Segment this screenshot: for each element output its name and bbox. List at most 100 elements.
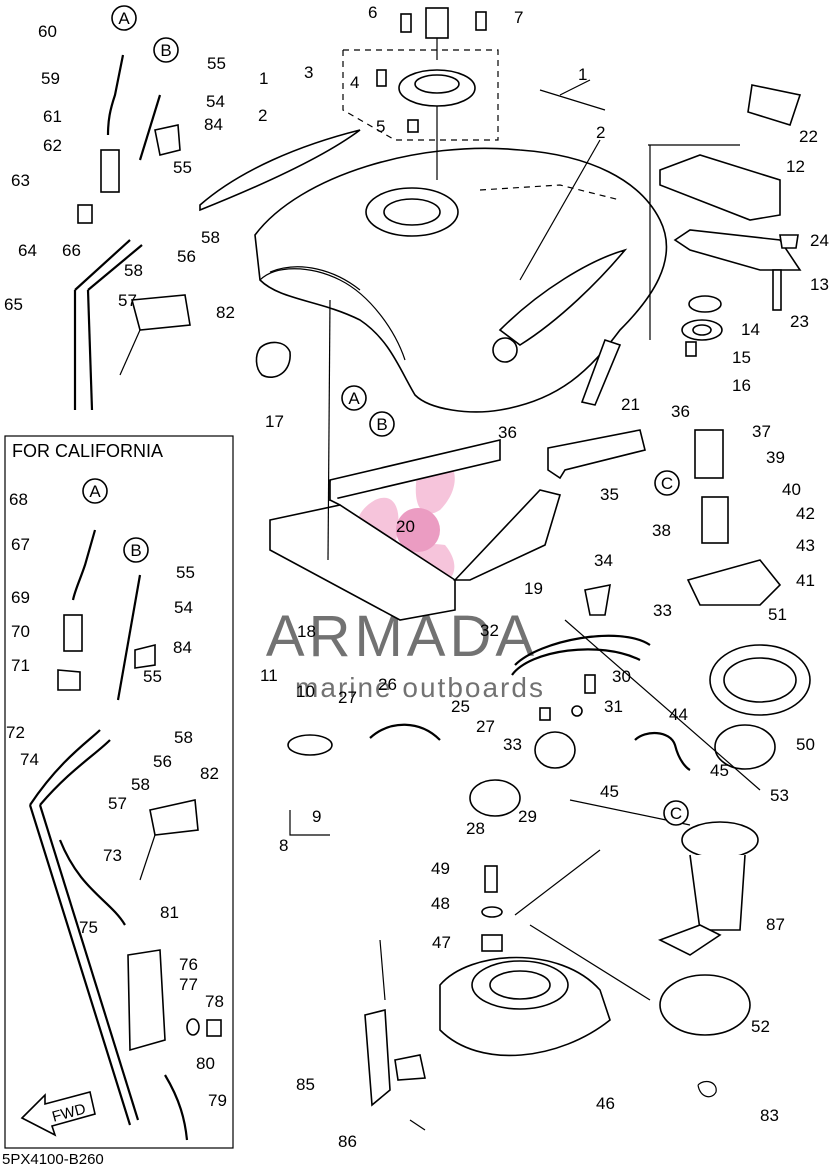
callout-46: 46 — [596, 1094, 615, 1113]
callout-49: 49 — [431, 859, 450, 878]
cal-callout-70: 70 — [11, 622, 30, 641]
svg-text:C: C — [661, 474, 673, 493]
cal-callout-55b: 55 — [143, 667, 162, 686]
callout-36: 36 — [498, 423, 517, 442]
cal-callout-56: 56 — [153, 752, 172, 771]
callout-22: 22 — [799, 127, 818, 146]
callout-83: 83 — [760, 1106, 779, 1125]
callout-38: 38 — [652, 521, 671, 540]
callout-87: 87 — [766, 915, 785, 934]
callout-45: 45 — [710, 761, 729, 780]
callout-25: 25 — [451, 697, 470, 716]
cal-callout-80: 80 — [196, 1054, 215, 1073]
callout-66: 66 — [62, 241, 81, 260]
cal-callout-71: 71 — [11, 656, 30, 675]
callout-3: 3 — [304, 63, 313, 82]
cal-callout-69: 69 — [11, 588, 30, 607]
california-section: FOR CALIFORNIA — [4, 435, 234, 1149]
callout-4: 4 — [350, 73, 359, 92]
callout-85: 85 — [296, 1075, 315, 1094]
left-decals — [199, 129, 361, 378]
callout-36b: 36 — [671, 402, 690, 421]
callout-50: 50 — [796, 735, 815, 754]
svg-text:B: B — [160, 41, 171, 60]
callout-64: 64 — [18, 241, 37, 260]
callout-16: 16 — [732, 376, 751, 395]
callout-39: 39 — [766, 448, 785, 467]
callout-42: 42 — [796, 504, 815, 523]
callout-18: 18 — [297, 622, 316, 641]
callout-40: 40 — [782, 480, 801, 499]
callout-48: 48 — [431, 894, 450, 913]
callout-29: 29 — [518, 807, 537, 826]
callout-21: 21 — [621, 395, 640, 414]
part-callouts-california: 54 55 55 56 57 58 58 67 68 69 70 71 72 7… — [6, 490, 227, 1110]
callout-58b: 58 — [124, 261, 143, 280]
cal-callout-54: 54 — [174, 598, 193, 617]
callout-55: 55 — [207, 54, 226, 73]
callout-26: 26 — [378, 675, 397, 694]
callout-86: 86 — [338, 1132, 357, 1151]
callout-34: 34 — [594, 551, 613, 570]
svg-text:B: B — [130, 541, 141, 560]
callout-58: 58 — [201, 228, 220, 247]
cal-callout-58b: 58 — [131, 775, 150, 794]
callout-15: 15 — [732, 348, 751, 367]
connector-b-tank: B — [369, 411, 395, 437]
fuel-tank — [254, 147, 668, 413]
callout-59: 59 — [41, 69, 60, 88]
connector-c-sender: C — [663, 800, 689, 826]
callout-11: 11 — [260, 666, 278, 685]
cal-callout-72: 72 — [6, 723, 25, 742]
cal-callout-73: 73 — [103, 846, 122, 865]
connector-b-top: B — [153, 37, 179, 63]
left-vent-hoses — [73, 54, 191, 411]
fuel-hoses — [287, 583, 651, 817]
fuel-pump-area — [547, 429, 811, 1036]
callout-62: 62 — [43, 136, 62, 155]
svg-text:A: A — [348, 389, 360, 408]
callout-1b: 1 — [259, 69, 268, 88]
callout-7: 7 — [514, 8, 523, 27]
connector-a-tank: A — [341, 385, 367, 411]
svg-text:A: A — [89, 482, 101, 501]
cal-callout-77: 77 — [179, 975, 198, 994]
cal-callout-76: 76 — [179, 955, 198, 974]
callout-55b: 55 — [173, 158, 192, 177]
callout-61: 61 — [43, 107, 62, 126]
callout-14: 14 — [741, 320, 760, 339]
callout-51: 51 — [768, 605, 787, 624]
callout-2b: 2 — [258, 106, 267, 125]
callout-13: 13 — [810, 275, 829, 294]
callout-65: 65 — [4, 295, 23, 314]
callout-2: 2 — [596, 123, 605, 142]
callout-30: 30 — [612, 667, 631, 686]
callout-5: 5 — [376, 117, 385, 136]
callout-44: 44 — [669, 705, 688, 724]
california-title: FOR CALIFORNIA — [12, 441, 163, 461]
callout-1: 1 — [578, 65, 587, 84]
connector-a-top: A — [111, 5, 137, 31]
svg-text:A: A — [118, 9, 130, 28]
callout-27: 27 — [338, 688, 357, 707]
callout-23: 23 — [790, 312, 809, 331]
callout-63: 63 — [11, 171, 30, 190]
callout-57: 57 — [118, 291, 137, 310]
cal-callout-75: 75 — [79, 918, 98, 937]
callout-12: 12 — [786, 157, 805, 176]
callout-28: 28 — [466, 819, 485, 838]
side-parts-right — [580, 84, 802, 406]
callout-45b: 45 — [600, 782, 619, 801]
diagram-code: 5PX4100-B260 — [2, 1151, 104, 1164]
cal-callout-78: 78 — [205, 992, 224, 1011]
cal-callout-79: 79 — [208, 1091, 227, 1110]
callout-84: 84 — [204, 115, 223, 134]
cal-callout-55: 55 — [176, 563, 195, 582]
connector-b-cal: B — [123, 537, 149, 563]
connector-a-cal: A — [82, 478, 108, 504]
callout-33b: 33 — [503, 735, 522, 754]
cal-callout-67: 67 — [11, 535, 30, 554]
callout-20: 20 — [396, 517, 415, 536]
cal-callout-57: 57 — [108, 794, 127, 813]
cal-callout-82: 82 — [200, 764, 219, 783]
